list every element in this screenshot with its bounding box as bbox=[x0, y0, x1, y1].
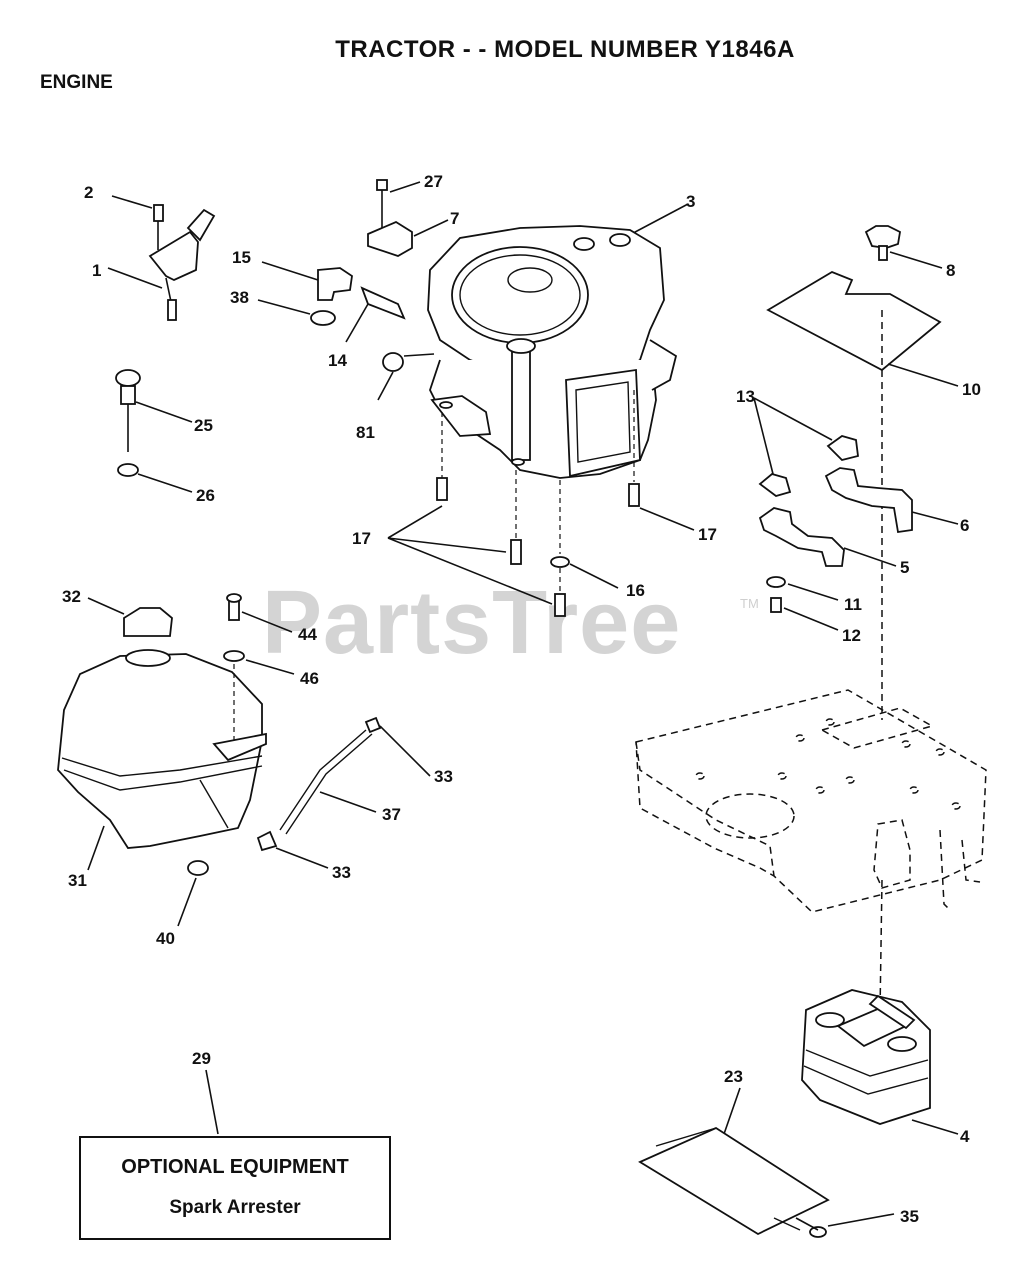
callout-37: 37 bbox=[382, 805, 401, 824]
optional-equipment-item: Spark Arrester bbox=[169, 1197, 301, 1218]
callout-29: 29 bbox=[192, 1049, 211, 1068]
callout-23: 23 bbox=[724, 1067, 743, 1086]
callout-5: 5 bbox=[900, 558, 909, 577]
optional-equipment-title: OPTIONAL EQUIPMENT bbox=[121, 1156, 349, 1178]
clamp bbox=[367, 179, 449, 257]
callout-26: 26 bbox=[196, 486, 215, 505]
optional-equipment-box: OPTIONAL EQUIPMENT Spark Arrester bbox=[79, 1136, 391, 1240]
dipstick bbox=[115, 369, 193, 493]
callout-12: 12 bbox=[842, 626, 861, 645]
callout-10: 10 bbox=[962, 380, 981, 399]
callout-40: 40 bbox=[156, 929, 175, 948]
callout-25: 25 bbox=[194, 416, 213, 435]
callout-33b: 33 bbox=[332, 863, 351, 882]
engine bbox=[427, 203, 689, 479]
callout-7: 7 bbox=[450, 209, 459, 228]
muffler bbox=[801, 989, 959, 1135]
callout-3: 3 bbox=[686, 192, 695, 211]
callout-46: 46 bbox=[300, 669, 319, 688]
callout-numbers: 1 2 3 4 5 6 7 8 10 11 12 13 14 15 16 17 … bbox=[62, 172, 981, 1226]
callout-4: 4 bbox=[960, 1127, 970, 1146]
callout-32: 32 bbox=[62, 587, 81, 606]
callout-27: 27 bbox=[424, 172, 443, 191]
fuel-tank bbox=[57, 597, 267, 871]
fuel-line bbox=[256, 716, 431, 869]
throttle-control bbox=[107, 195, 216, 321]
knob-and-plate bbox=[766, 225, 959, 720]
callout-2: 2 bbox=[84, 183, 93, 202]
callout-14: 14 bbox=[328, 351, 347, 370]
callout-8: 8 bbox=[946, 261, 955, 280]
callout-81: 81 bbox=[356, 423, 375, 442]
callout-6: 6 bbox=[960, 516, 969, 535]
callout-17b: 17 bbox=[698, 525, 717, 544]
page-title: TRACTOR - - MODEL NUMBER Y1846A bbox=[335, 36, 795, 63]
fittings bbox=[257, 261, 435, 401]
section-label: ENGINE bbox=[40, 72, 113, 93]
callout-16: 16 bbox=[626, 581, 645, 600]
callout-38: 38 bbox=[230, 288, 249, 307]
grommet bbox=[177, 860, 209, 927]
callout-15: 15 bbox=[232, 248, 251, 267]
callout-44: 44 bbox=[298, 625, 317, 644]
exhaust-pipes bbox=[753, 397, 959, 631]
callout-35: 35 bbox=[900, 1207, 919, 1226]
callout-31: 31 bbox=[68, 871, 87, 890]
tractor-frame bbox=[635, 689, 987, 1013]
engine-bolts bbox=[387, 390, 695, 617]
tank-mount-screw bbox=[223, 593, 295, 740]
callout-33a: 33 bbox=[434, 767, 453, 786]
watermark: PartsTree bbox=[262, 573, 682, 673]
callout-1: 1 bbox=[92, 261, 101, 280]
callout-13: 13 bbox=[736, 387, 755, 406]
callout-17a: 17 bbox=[352, 529, 371, 548]
callout-11: 11 bbox=[844, 595, 862, 614]
watermark-tm: TM bbox=[740, 596, 759, 611]
spark-arrester bbox=[638, 1087, 895, 1238]
